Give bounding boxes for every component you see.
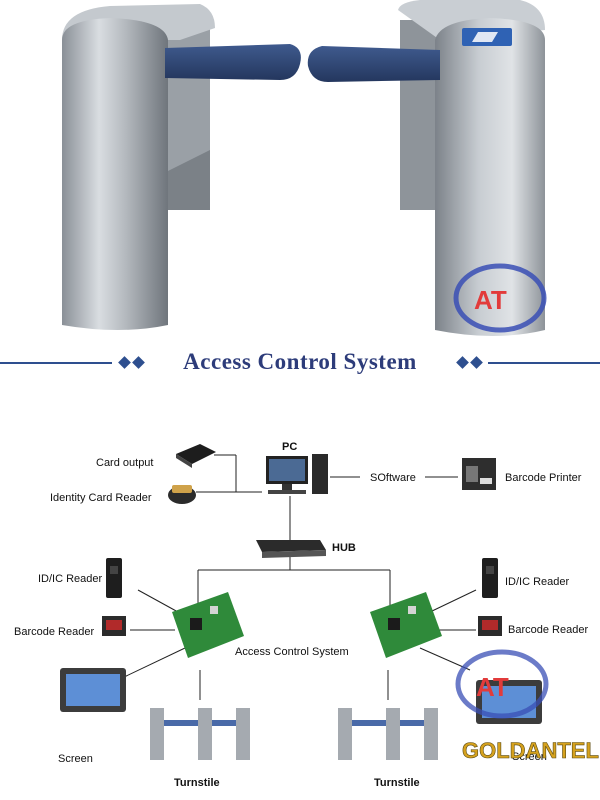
right-barcode-reader-label: Barcode Reader (508, 624, 588, 636)
banner-title: Access Control System (183, 349, 417, 374)
card-output-device-icon (176, 444, 216, 468)
pc-computer-icon (266, 454, 328, 494)
hub-label: HUB (332, 542, 356, 554)
section-banner: Access Control System (0, 345, 600, 379)
at-logo-watermark-icon: AT (455, 649, 549, 719)
right-idic-reader-label: ID/IC Reader (505, 576, 570, 588)
goldantell-brand-text: GOLDANTELL (462, 738, 600, 763)
right-screen-label: Screen (512, 751, 547, 763)
left-screen-label: Screen (58, 753, 93, 765)
right-barcode-reader-icon (478, 616, 502, 636)
right-idic-reader-icon (482, 558, 498, 598)
at-logo-watermark-icon: AT (453, 263, 547, 333)
access-control-system-label: Access Control System (235, 646, 349, 658)
barcode-printer-icon (462, 458, 496, 490)
barcode-printer-label: Barcode Printer (505, 472, 582, 484)
banner-right-line (488, 362, 600, 364)
left-screen-icon (60, 668, 126, 712)
right-control-board-icon (370, 592, 442, 658)
identity-card-reader-label: Identity Card Reader (50, 492, 152, 504)
pc-label: PC (282, 441, 297, 453)
card-output-label: Card output (96, 457, 153, 469)
banner-left-line (0, 362, 112, 364)
left-idic-reader-label: ID/IC Reader (38, 573, 103, 585)
software-label: SOftware (370, 472, 416, 484)
left-turnstile-label: Turnstile (174, 777, 220, 789)
hub-device-icon (256, 540, 326, 558)
identity-card-reader-icon (168, 485, 196, 504)
right-turnstile-label: Turnstile (374, 777, 420, 789)
left-control-board-icon (172, 592, 244, 658)
left-barcode-reader-icon (102, 616, 126, 636)
system-diagram: Card output Identity Card Reader PC SOft… (14, 441, 600, 789)
turnstile-photo: AT (62, 0, 547, 336)
right-turnstile-icon (338, 708, 438, 760)
at-logo-text: AT (474, 285, 507, 315)
connection-lines (121, 454, 477, 700)
left-barcode-reader-label: Barcode Reader (14, 626, 94, 638)
at-logo-text: AT (476, 672, 509, 702)
left-idic-reader-icon (106, 558, 122, 598)
left-turnstile-icon (150, 708, 250, 760)
